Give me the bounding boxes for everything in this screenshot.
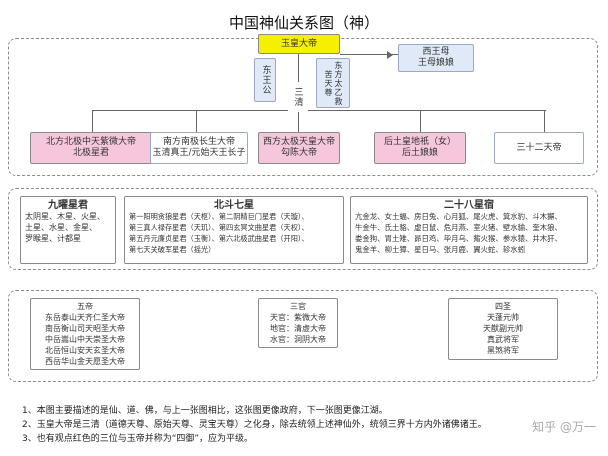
connector-row2-e (544, 110, 545, 132)
connector-row2-horizontal (92, 110, 546, 111)
row2-box-4: 后土皇地祇（女） 后土娘娘 (374, 132, 466, 164)
row2-box-3-line-2: 勾陈大帝 (280, 148, 317, 158)
jiuyao-row-2: 土星、水星、金星、 (25, 223, 97, 232)
connector-row2-b (196, 110, 197, 132)
wudi-row-3: 中岳嵩山中天崇圣大帝 (45, 335, 125, 344)
beidou-box: 北斗七星 第一阳明贪狼星君（天枢）、第二阴精巨门星君（天璇）、 第三真人禄存星君… (124, 196, 344, 264)
connector-jade-right (340, 54, 398, 55)
row2-box-2-line-2: 玉清真王/元始天王长子 (152, 148, 246, 158)
row2-box-3: 西方太极天皇大帝 勾陈大帝 (258, 132, 340, 164)
sisheng-row-1: 天蓬元帅 (487, 313, 519, 322)
sisheng-row-4: 黑煞将军 (487, 346, 519, 355)
page-title: 中国神仙关系图（神） (228, 14, 379, 32)
jiuyao-row-3: 罗睺星、计都星 (25, 234, 81, 243)
row2-box-1-line-2: 北极星君 (72, 148, 109, 158)
row2-box-4-line-2: 后土娘娘 (401, 148, 438, 158)
xiwangmu-label-1: 西王母 (422, 47, 450, 57)
connector-row2-c (298, 110, 299, 132)
sisheng-row-2: 天猷副元帅 (483, 324, 523, 333)
beidou-row-2: 第三真人禄存星君（天玑）、第四玄冥文曲星君（天权）、 (129, 223, 309, 232)
jiuyao-title: 九曜星君 (48, 200, 88, 211)
ershiba-row-4: 鬼金羊、柳土獐、星日马、张月鹿、翼火蛇、轸水蚓 (355, 245, 525, 254)
sanguan-title: 三官 (290, 302, 306, 311)
row2-box-1-line-1: 北方北极中天紫微大帝 (45, 137, 136, 147)
taiyi-label: 东方太乙救苦天尊 (324, 60, 343, 106)
sisheng-title: 四圣 (495, 302, 511, 311)
dong-wang-gong-box: 东王公 (254, 58, 276, 102)
jade-emperor-box: 玉皇大帝 (258, 34, 340, 54)
ershiba-row-3: 娄金狗、胃土雉、昴日鸡、毕月乌、觜火猴、参水猿、井木犴、 (355, 234, 562, 243)
stars-region (8, 188, 598, 270)
sanguan-row-1: 天官：紫微大帝 (270, 313, 326, 322)
watermark: 知乎 @万一 (532, 420, 596, 434)
sisheng-row-3: 真武将军 (487, 335, 519, 344)
connector-row2-d (420, 110, 421, 132)
beidou-title: 北斗七星 (214, 200, 254, 211)
row2-box-2-line-1: 南方南极长生大帝 (162, 137, 235, 147)
wudi-box: 五帝 东岳泰山天齐仁圣大帝 南岳衡山司天昭圣大帝 中岳嵩山中天崇圣大帝 北岳恒山… (30, 298, 140, 370)
row2-box-3-line-1: 西方太极天皇大帝 (262, 137, 335, 147)
sanguan-row-3: 水官：洞阴大帝 (270, 335, 326, 344)
wudi-row-2: 南岳衡山司天昭圣大帝 (45, 324, 125, 333)
ershiba-row-1: 亢金龙、女土蝠、房日兔、心月狐、尾火虎、箕水豹、斗木獬、 (355, 212, 562, 221)
row2-box-5-line-1: 三十二天帝 (516, 142, 562, 153)
sanguan-box: 三官 天官：紫微大帝 地官：清虚大帝 水官：洞阴大帝 (258, 298, 338, 348)
wudi-row-1: 东岳泰山天齐仁圣大帝 (45, 313, 125, 322)
xiwangmu-box: 西王母 王母娘娘 (398, 44, 474, 72)
beidou-row-1: 第一阳明贪狼星君（天枢）、第二阴精巨门星君（天璇）、 (129, 212, 309, 221)
jade-emperor-label: 玉皇大帝 (280, 38, 317, 49)
beidou-row-3: 第五丹元廉贞星君（玉衡）、第六北极武曲星君（开阳）、 (129, 234, 309, 243)
row2-box-4-line-1: 后土皇地祇（女） (383, 137, 456, 147)
note-1: 1、本图主要描述的是仙、道、佛，与上一张图相比，这张图更像政府，下一张图更像江湖… (22, 406, 388, 416)
row2-box-5: 三十二天帝 (494, 132, 584, 164)
connector-row2-a (92, 110, 93, 132)
note-2: 2、玉皇大帝是三清（道德天尊、原始天尊、灵宝天尊）之化身，除去统领上述神仙外，统… (22, 420, 487, 430)
san-qing-label-wrap: 三清 (288, 82, 308, 112)
wudi-row-4: 北岳恒山安天玄圣大帝 (45, 346, 125, 355)
jiuyao-row-1: 太阴星、木星、火星、 (25, 212, 105, 221)
xiwangmu-label-2: 王母娘娘 (417, 58, 454, 68)
dong-wang-gong-label: 东王公 (260, 65, 271, 95)
row2-box-2b: 南方南极长生大帝 玉清真王/元始天王长子 (150, 132, 248, 164)
sanguan-row-2: 地官：清虚大帝 (270, 324, 326, 333)
bottom-region (8, 290, 598, 382)
note-3: 3、也有观点红色的三位与玉帝并称为“四御”，应为平级。 (22, 434, 254, 444)
wudi-row-5: 西岳华山金天愿圣大帝 (45, 357, 125, 366)
ershiba-box: 二十八星宿 亢金龙、女土蝠、房日兔、心月狐、尾火虎、箕水豹、斗木獬、 牛金牛、氐… (350, 196, 588, 264)
wudi-title: 五帝 (77, 302, 93, 311)
sisheng-box: 四圣 天蓬元帅 天猷副元帅 真武将军 黑煞将军 (448, 298, 558, 360)
ershiba-row-2: 牛金牛、氐土貉、虚日鼠、危月燕、室火猪、壁水貐、奎木狼、 (355, 223, 562, 232)
ershiba-title: 二十八星宿 (444, 200, 494, 211)
notes: 1、本图主要描述的是仙、道、佛，与上一张图相比，这张图更像政府，下一张图更像江湖… (22, 404, 582, 446)
row2-box-1: 北方北极中天紫微大帝 北极星君 (30, 132, 152, 164)
arrow-to-xiwangmu (387, 51, 393, 59)
jiuyao-box: 九曜星君 太阴星、木星、火星、 土星、水星、金星、 罗睺星、计都星 (20, 196, 116, 264)
san-qing-label: 三清 (292, 87, 303, 107)
beidou-row-4: 第七天关破军星君（摇光） (129, 245, 216, 254)
taiyi-box: 东方太乙救苦天尊 (316, 58, 350, 108)
